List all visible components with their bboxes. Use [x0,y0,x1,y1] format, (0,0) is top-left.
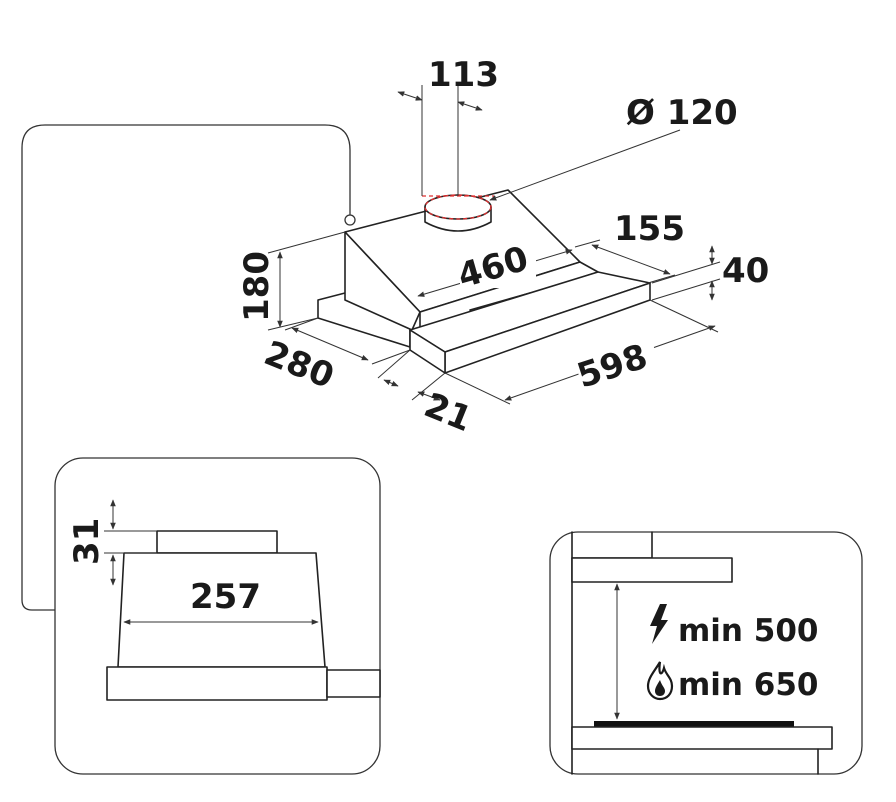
dim-598-label: 598 [572,337,652,397]
dim-180-label: 180 [237,251,277,322]
clearance-panel: min 500 min 650 [549,531,863,775]
connector-dot [344,214,356,226]
clearance-frame [549,531,863,775]
connector-line [21,124,351,611]
side-visor [326,669,381,698]
dim-21-label: 21 [419,385,478,440]
hob-surface [594,721,794,727]
side-base [106,666,328,701]
dim-155-label: 155 [614,209,685,249]
electric-min-label: min 500 [678,613,819,649]
side-view-panel: 31 257 [54,457,381,775]
side-view-frame [54,457,381,775]
duct-outline-dashed [424,194,492,220]
flame-icon [646,661,674,701]
dim-31-label: 31 [67,518,107,565]
main-view: 113 Ø 120 155 40 180 460 280 5 [237,55,769,440]
dim-120-label: Ø 120 [626,93,738,133]
dim-113-label: 113 [428,55,499,95]
lightning-bolt-icon [650,604,668,644]
clearance-hood [571,557,733,583]
dim-40-label: 40 [722,251,769,291]
gas-min-label: min 650 [678,667,819,703]
counter-top [571,726,833,750]
dim-257-label: 257 [190,577,261,617]
